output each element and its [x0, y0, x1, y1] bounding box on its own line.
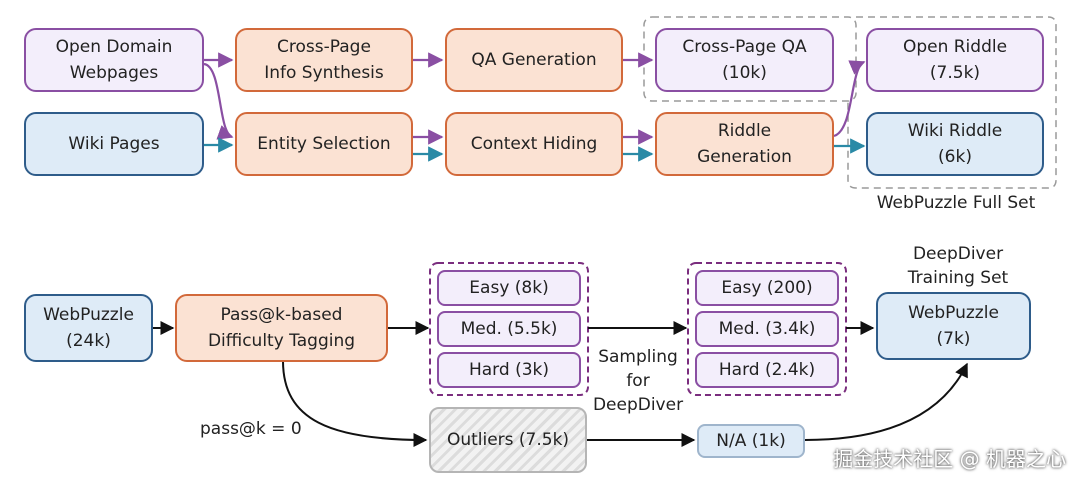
- arrow-na-to-training: [804, 362, 968, 441]
- pass-at-k-label: pass@k = 0: [200, 419, 302, 439]
- difficulty-tagging-node: Pass@k-based Difficulty Tagging: [175, 294, 388, 362]
- arrow-tagging-to-outliers: [282, 360, 428, 447]
- full-set-group-frame: [847, 16, 1057, 189]
- cross-page-synthesis-node: Cross-Page Info Synthesis: [235, 28, 413, 92]
- webpuzzle-input-node: WebPuzzle (24k): [24, 294, 153, 362]
- cross-page-qa-node: Cross-Page QA (10k): [655, 28, 834, 92]
- wiki-riddle-node: Wiki Riddle (6k): [866, 112, 1044, 176]
- arrow-open-domain-to-entity: [203, 62, 234, 140]
- entity-selection-node: Entity Selection: [235, 112, 413, 176]
- easy-sampled-node: Easy (200): [695, 270, 839, 306]
- na-node: N/A (1k): [697, 424, 805, 458]
- easy-node: Easy (8k): [437, 270, 581, 306]
- medium-node: Med. (5.5k): [437, 311, 581, 347]
- riddle-generation-node: Riddle Generation: [655, 112, 834, 176]
- training-set-label: DeepDiver Training Set: [907, 244, 1009, 288]
- webpuzzle-output-node: WebPuzzle (7k): [876, 292, 1031, 360]
- open-domain-webpages-node: Open Domain Webpages: [24, 28, 204, 92]
- watermark: 掘金技术社区 @ 机器之心: [833, 447, 1066, 471]
- outliers-node: Outliers (7.5k): [429, 407, 587, 473]
- context-hiding-node: Context Hiding: [445, 112, 623, 176]
- hard-sampled-node: Hard (2.4k): [695, 352, 839, 388]
- full-set-label: WebPuzzle Full Set: [876, 193, 1036, 213]
- medium-sampled-node: Med. (3.4k): [695, 311, 839, 347]
- sampling-label: Sampling for DeepDiver: [592, 347, 684, 415]
- hard-node: Hard (3k): [437, 352, 581, 388]
- open-riddle-node: Open Riddle (7.5k): [866, 28, 1044, 92]
- arrow-riddle-to-open-riddle: [833, 60, 866, 138]
- qa-generation-node: QA Generation: [445, 28, 623, 92]
- wiki-pages-node: Wiki Pages: [24, 112, 204, 176]
